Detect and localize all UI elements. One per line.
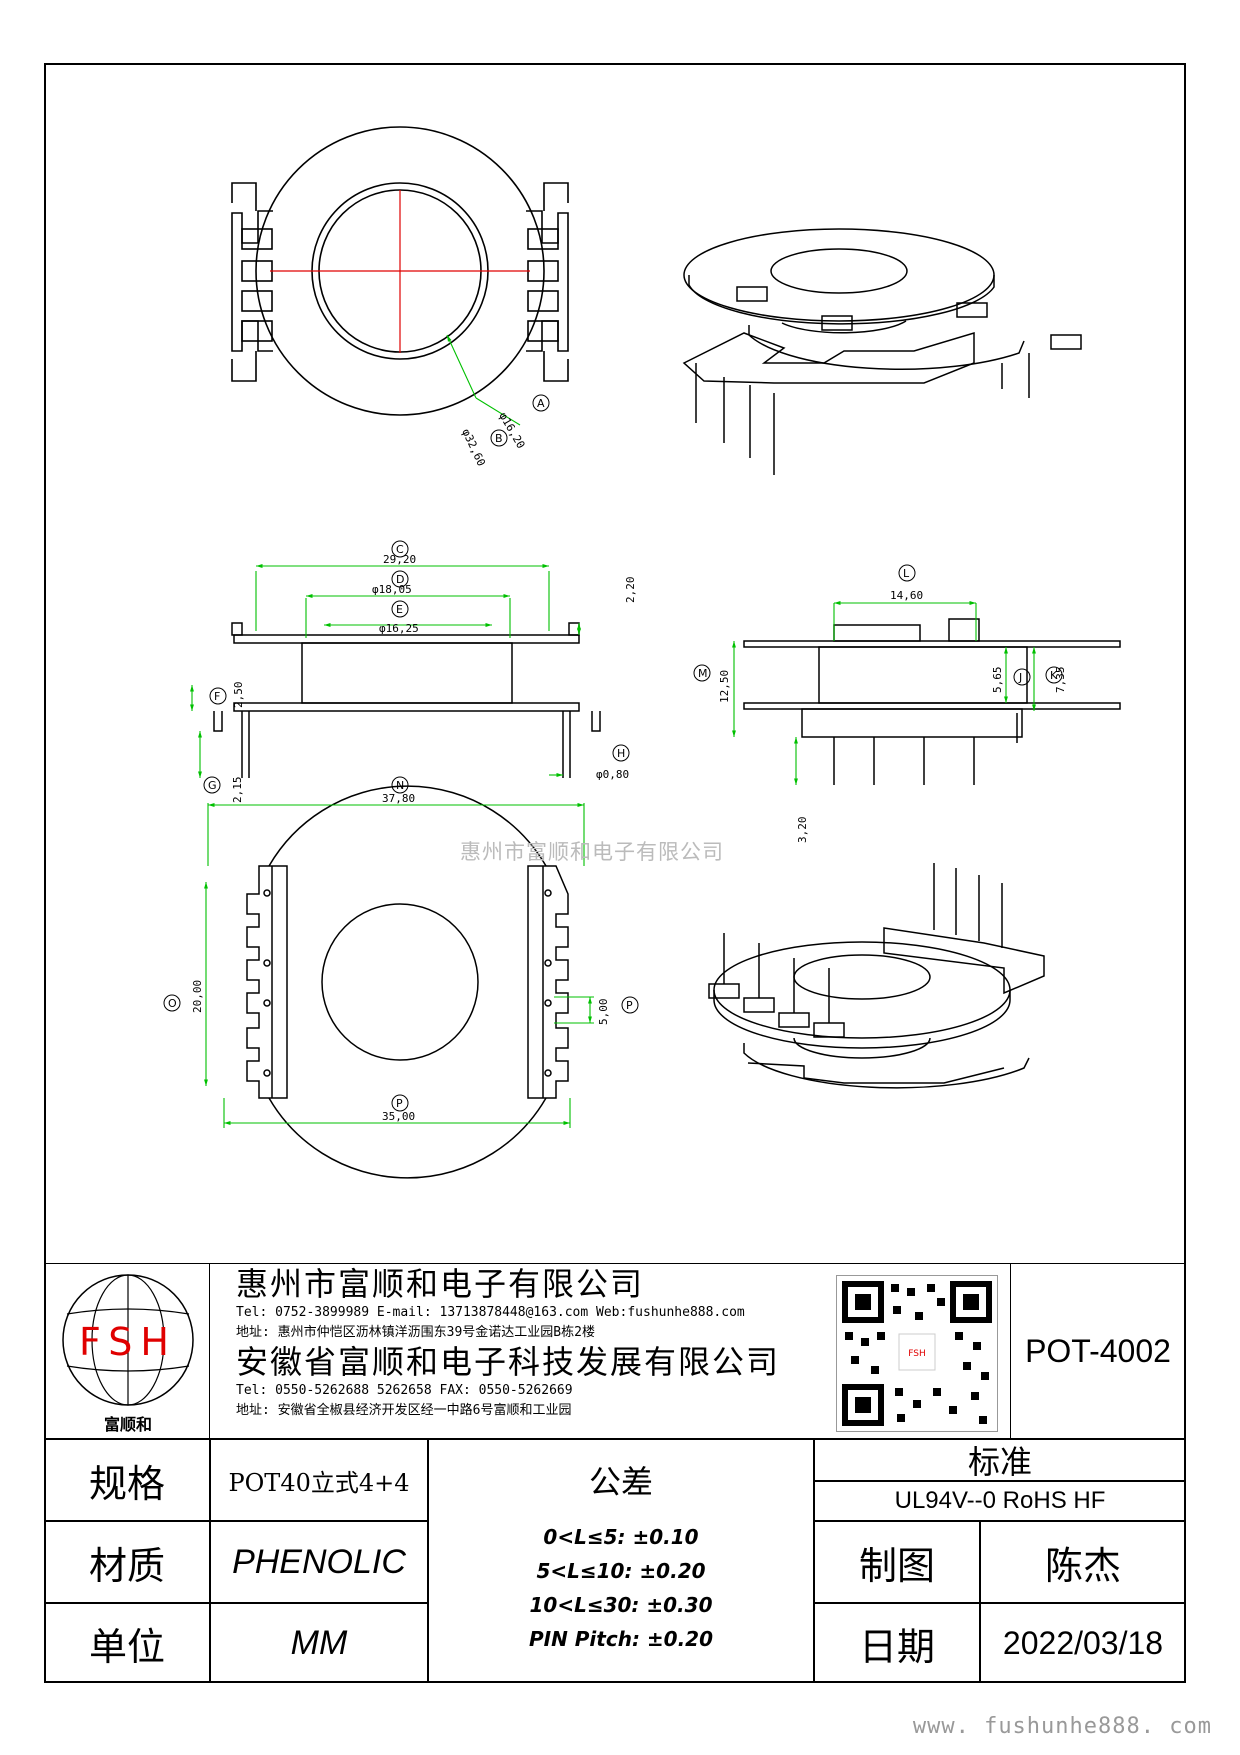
spec-label: 规格 [44,1439,210,1521]
dim-n-label: N [396,779,404,792]
dim-b-label: B [495,432,503,445]
dim-g-label: G [208,779,217,792]
front-view [213,622,601,778]
company1-address: 地址: 惠州市仲恺区沥林镇洋沥围东39号金诺达工业园B栋2楼 [236,1325,595,1340]
dim-d-value: φ18,05 [372,583,412,596]
dim-p-width-label: P [396,1097,403,1110]
tolerance-2: 10<L≤30: ±0.30 [529,1593,713,1617]
dim-k-label: K [1050,669,1058,682]
dim-n-value: 37,80 [382,792,415,805]
date-value: 2022/03/18 [980,1603,1186,1683]
dim-labels-top: φ16,20 φ32,60 A B [459,394,550,469]
company1-contact: Tel: 0752-3899989 E-mail: 13713878448@16… [236,1305,745,1320]
fsh-logo: FSH 富顺和 [62,1274,194,1434]
title-block: FSH 富顺和 惠州市富顺和电子有限公司 Tel: 0752-3899989 E… [44,1263,1186,1683]
dim-e-label: E [396,603,403,616]
dim-j-value: 5,65 [991,667,1004,694]
technical-drawing: φ16,20 φ32,60 A B [163,126,1121,1179]
dims-bottom [204,803,594,1128]
qr-code: FSH [836,1275,998,1432]
unit-label: 单位 [44,1603,210,1683]
dim-p-width-value: 35,00 [382,1110,415,1123]
logo-caption: 富顺和 [104,1415,152,1434]
dim-d-label: D [396,573,404,586]
watermark: 惠州市富顺和电子有限公司 [460,840,724,864]
tolerance-1: 5<L≤10: ±0.20 [536,1559,706,1583]
dim-m-label: M [698,667,708,680]
dim-f-value: 2,50 [232,682,245,709]
company2-address: 地址: 安徽省全椒县经济开发区经一中路6号富顺和工业园 [236,1403,572,1418]
dim-l-value: 14,60 [890,589,923,602]
tolerance-cell: 公差 0<L≤5: ±0.10 5<L≤10: ±0.20 10<L≤30: ±… [428,1439,814,1683]
dim-o-label: O [168,997,177,1010]
dims-front [190,564,581,778]
dim-o-value: 20,00 [191,980,204,1013]
dim-leader-top [446,334,521,426]
dim-m-value: 12,50 [718,670,731,703]
material-label: 材质 [44,1521,210,1603]
dim-f-label: F [214,690,220,703]
dim-p-pitch-label: P [626,999,633,1012]
center-lines-top [270,190,530,353]
footer-url[interactable]: www. fushunhe888. com [912,1714,1212,1739]
dim-p-pitch-value: 5,00 [597,999,610,1026]
dim-j-label: J [1018,671,1022,684]
company-info: 惠州市富顺和电子有限公司 Tel: 0752-3899989 E-mail: 1… [236,1263,876,1439]
dim-2-20: 2,20 [624,577,637,604]
qr-logo-text: FSH [908,1349,926,1359]
dim-labels-side: 14,60 L 12,50 M 5,65 J 7,35 K 3,20 [693,564,1067,844]
iso-view-top [682,228,1082,475]
standard-label: 标准 [814,1439,1186,1481]
logo-text: FSH [79,1320,177,1364]
dim-labels-front: 29,20 C φ18,05 D φ16,25 E 2,20 2,50 F 2,… [203,540,637,804]
dim-e-value: φ16,25 [379,622,419,635]
tolerance-label: 公差 [588,1463,653,1501]
dim-h-value: φ0,80 [596,768,629,781]
dim-c-label: C [396,543,404,556]
company2-contact: Tel: 0550-5262688 5262658 FAX: 0550-5262… [236,1383,573,1398]
dim-a-label: A [537,397,545,410]
side-view [743,618,1121,785]
date-label: 日期 [814,1603,980,1683]
company2-name: 安徽省富顺和电子科技发展有限公司 [236,1343,781,1381]
unit-value: MM [210,1603,428,1683]
iso-view-bottom [708,863,1045,1089]
drawn-label: 制图 [814,1521,980,1603]
dim-g-value: 2,15 [231,777,244,804]
title-row-border [44,1263,1186,1439]
dims-side [732,601,1036,785]
tolerance-0: 0<L≤5: ±0.10 [543,1525,699,1549]
company1-name: 惠州市富顺和电子有限公司 [236,1265,645,1303]
dim-l-label: L [903,567,910,580]
tolerance-3: PIN Pitch: ±0.20 [528,1627,714,1651]
dim-labels-bottom: N 37,80 20,00 O 5,00 P P 35,00 [163,776,639,1123]
dim-3-20: 3,20 [796,817,809,844]
standard-value: UL94V--0 RoHS HF [814,1481,1186,1521]
material-value: PHENOLIC [210,1521,428,1603]
bottom-view [246,785,569,1179]
spec-value: POT40立式4+4 [210,1439,428,1521]
drawn-value: 陈杰 [980,1521,1186,1603]
dim-b-value: φ32,60 [459,427,488,469]
dim-c-value: 29,20 [383,553,416,566]
dim-h-label: H [617,747,625,760]
